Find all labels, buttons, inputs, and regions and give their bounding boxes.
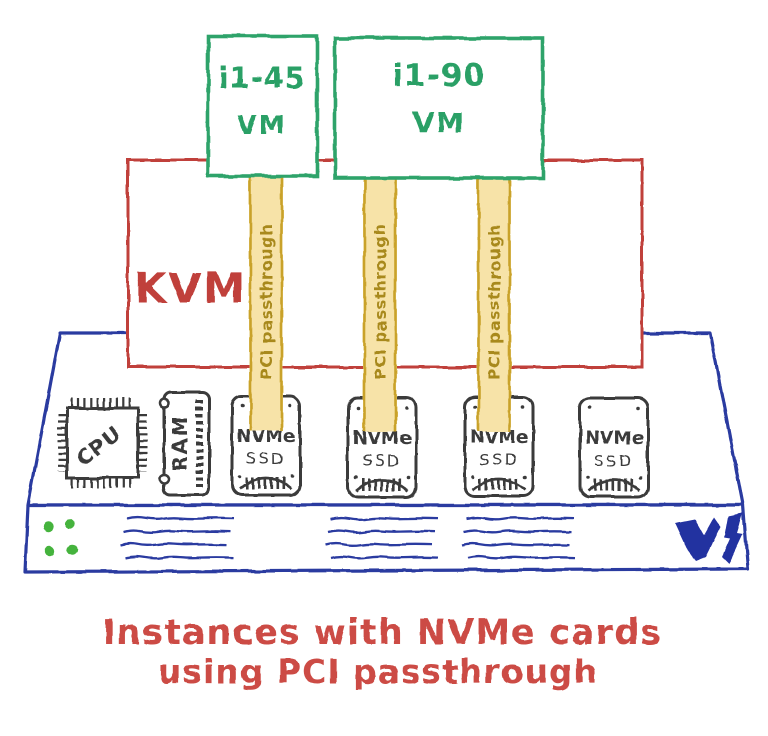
vm-type-label: VM <box>412 106 466 139</box>
ram-body <box>162 390 211 497</box>
nvme-card-sublabel: SSD <box>362 451 402 470</box>
pci-band-label: PCI passthrough <box>485 224 504 380</box>
vultr-logo <box>675 513 743 564</box>
cpu-pins <box>58 398 147 488</box>
caption: Instances with NVMe cards using PCI pass… <box>102 613 661 691</box>
vm-box-1: i1-45 VM <box>206 34 319 178</box>
nvme-card-sublabel: SSD <box>246 449 286 468</box>
pci-band-3: PCI passthrough <box>477 167 511 432</box>
ram-notch <box>158 473 171 485</box>
nvme-card-4: NVMe SSD <box>578 396 650 499</box>
vm-box-2: i1-90 VM <box>333 36 545 180</box>
cpu-body <box>65 406 140 480</box>
nvme-card-sublabel: SSD <box>594 451 634 470</box>
nvme-card-sublabel: SSD <box>479 450 519 469</box>
pci-band-label: PCI passthrough <box>371 224 390 380</box>
pci-band-1: PCI passthrough <box>249 170 283 431</box>
ram-label: RAM <box>168 415 192 472</box>
nvme-card-label: NVMe <box>469 427 528 448</box>
pci-band-label: PCI passthrough <box>257 224 276 380</box>
ram-stick: RAM <box>158 390 211 497</box>
nvme-card-label: NVMe <box>584 428 643 449</box>
caption-line-2: using PCI passthrough <box>158 652 598 691</box>
led <box>42 521 54 533</box>
kvm-label: KVM <box>134 264 247 313</box>
nvme-card-label: NVMe <box>352 428 411 449</box>
caption-line-1: Instances with NVMe cards <box>102 613 661 653</box>
led <box>44 545 56 557</box>
chassis-front-face <box>23 503 750 574</box>
vm-type-label: VM <box>237 111 287 141</box>
vm-name: i1-90 <box>392 58 485 94</box>
status-leds <box>42 518 78 557</box>
ram-notch <box>158 397 171 409</box>
led <box>64 518 76 530</box>
nvme-card-label: NVMe <box>236 426 295 447</box>
vm-name: i1-45 <box>218 61 306 95</box>
cpu-chip: CPU <box>58 398 147 488</box>
pci-band-2: PCI passthrough <box>363 170 397 432</box>
led <box>66 544 78 556</box>
